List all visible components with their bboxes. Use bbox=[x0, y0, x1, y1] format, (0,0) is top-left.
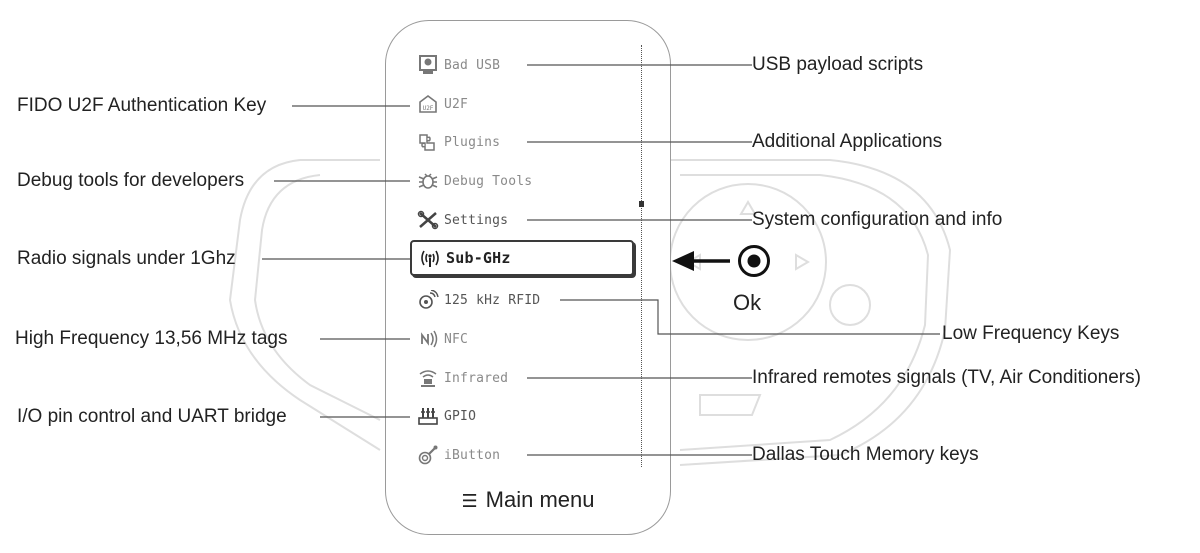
annotation-bad-usb: USB payload scripts bbox=[752, 54, 924, 75]
menu-item-bad-usb[interactable]: Bad USB bbox=[416, 53, 500, 77]
menu-item-label: Bad USB bbox=[444, 57, 501, 73]
wrench-screwdriver-icon bbox=[416, 209, 440, 231]
hamburger-icon: ☰ bbox=[461, 491, 478, 512]
ok-arrow bbox=[672, 251, 730, 271]
menu-item-label: iButton bbox=[444, 447, 501, 463]
annotation-u2f: FIDO U2F Authentication Key bbox=[17, 95, 267, 116]
scrollbar-thumb[interactable] bbox=[639, 201, 644, 207]
menu-item-label: Infrared bbox=[444, 370, 509, 386]
menu-item-label: GPIO bbox=[444, 408, 477, 424]
menu-item-ibutton[interactable]: iButton bbox=[416, 443, 500, 467]
bug-icon bbox=[416, 170, 440, 192]
menu-item-label: U2F bbox=[444, 96, 469, 112]
menu-item-infrared[interactable]: Infrared bbox=[416, 366, 508, 390]
ok-button-icon[interactable] bbox=[737, 244, 771, 278]
puzzle-icon bbox=[416, 131, 440, 153]
annotation-rfid: Low Frequency Keys bbox=[942, 323, 1120, 344]
menu-item-label: NFC bbox=[444, 331, 469, 347]
antenna-icon bbox=[418, 247, 442, 269]
menu-item-debug-tools[interactable]: Debug Tools bbox=[416, 169, 532, 193]
menu-item-sub-ghz-selected[interactable]: Sub-GHz bbox=[410, 240, 634, 276]
menu-item-label: Plugins bbox=[444, 134, 501, 150]
annotation-ibutton: Dallas Touch Memory keys bbox=[752, 444, 979, 465]
menu-item-label: Debug Tools bbox=[444, 173, 533, 189]
menu-item-gpio[interactable]: GPIO bbox=[416, 404, 476, 428]
gpio-icon bbox=[416, 405, 440, 427]
ibutton-key-icon bbox=[416, 444, 440, 466]
menu-item-label: Sub-GHz bbox=[446, 249, 511, 267]
main-menu-title: ☰Main menu bbox=[461, 487, 595, 512]
annotation-nfc: High Frequency 13,56 MHz tags bbox=[15, 328, 288, 349]
menu-item-label: 125 kHz RFID bbox=[444, 292, 541, 308]
annotation-infrared: Infrared remotes signals (TV, Air Condit… bbox=[752, 367, 1141, 388]
svg-text:U2F: U2F bbox=[423, 105, 434, 112]
skull-computer-icon bbox=[416, 54, 440, 76]
annotation-gpio: I/O pin control and UART bridge bbox=[17, 406, 287, 427]
menu-item-nfc[interactable]: NFC bbox=[416, 327, 468, 351]
line-rfid bbox=[560, 299, 940, 335]
annotation-debug-tools: Debug tools for developers bbox=[17, 170, 245, 191]
u2f-key-icon: U2F bbox=[416, 93, 440, 115]
annotation-plugins: Additional Applications bbox=[752, 131, 943, 152]
ok-label: Ok bbox=[733, 290, 762, 315]
rfid-tag-icon bbox=[416, 289, 440, 311]
menu-item-label: Settings bbox=[444, 212, 509, 228]
menu-item-125khz-rfid[interactable]: 125 kHz RFID bbox=[416, 288, 540, 312]
infrared-icon bbox=[416, 367, 440, 389]
scrollbar-track[interactable] bbox=[641, 45, 642, 467]
annotation-sub-ghz: Radio signals under 1Ghz bbox=[17, 248, 236, 269]
nfc-icon bbox=[416, 328, 440, 350]
menu-item-settings[interactable]: Settings bbox=[416, 208, 508, 232]
menu-item-plugins[interactable]: Plugins bbox=[416, 130, 500, 154]
annotation-settings: System configuration and info bbox=[752, 209, 1003, 230]
menu-item-u2f[interactable]: U2F U2F bbox=[416, 92, 468, 116]
